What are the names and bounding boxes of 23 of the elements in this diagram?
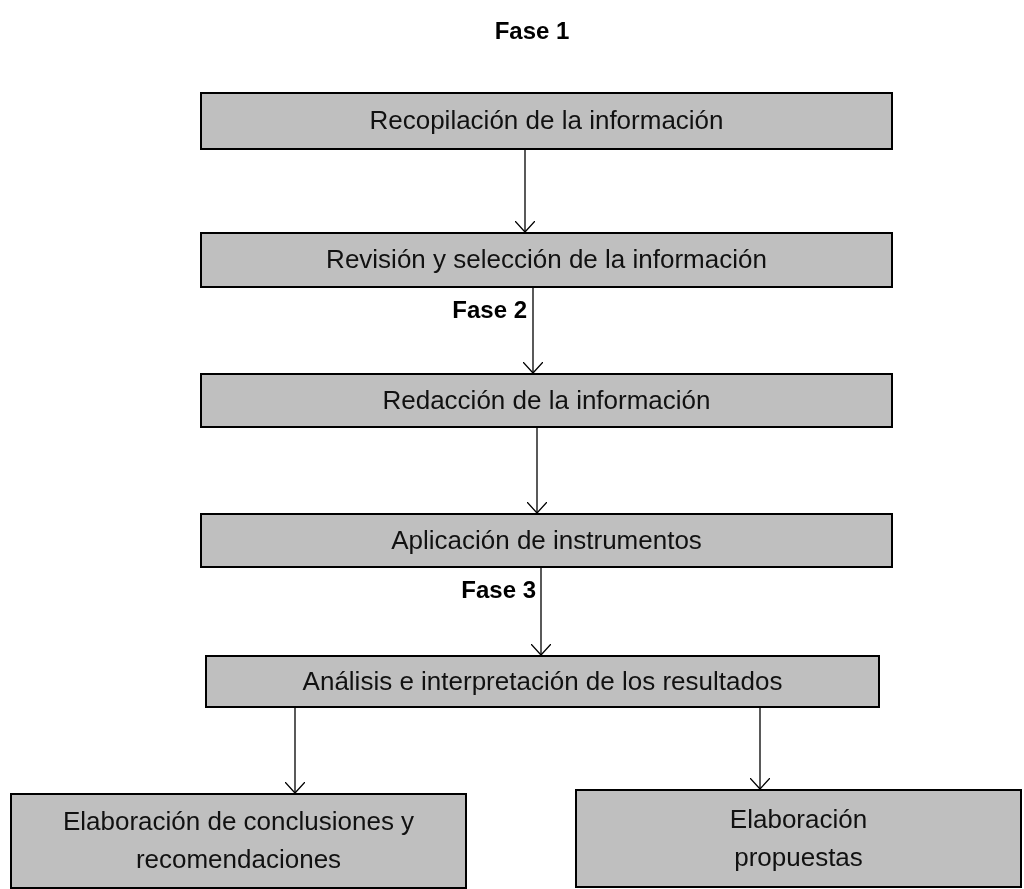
step-text: Redacción de la información: [382, 383, 711, 417]
process-box: [10, 793, 467, 889]
arrow: [749, 707, 771, 790]
phase-heading: Fase 2: [452, 296, 527, 324]
arrow: [522, 287, 544, 374]
phase-heading: Fase 1: [494, 17, 570, 45]
process-box: [200, 373, 893, 428]
arrow: [514, 149, 536, 233]
arrow: [284, 707, 306, 794]
process-box: [200, 232, 893, 288]
process-box: [200, 92, 893, 150]
step-text: Elaboración de conclusiones y recomendaciones: [61, 805, 416, 876]
arrow: [526, 427, 548, 514]
step-text: Revisión y selección de la información: [326, 243, 767, 277]
arrow: [530, 567, 552, 656]
process-box: [200, 513, 893, 568]
step-text: Aplicación de instrumentos: [391, 523, 702, 557]
step-text: Análisis e interpretación de los resultados: [302, 664, 783, 698]
process-box: [575, 789, 1022, 888]
phase-heading: Fase 3: [461, 576, 536, 604]
process-box: [205, 655, 880, 708]
step-text: Elaboración propuestas: [728, 802, 869, 874]
step-text: Recopilación de la información: [369, 104, 724, 138]
